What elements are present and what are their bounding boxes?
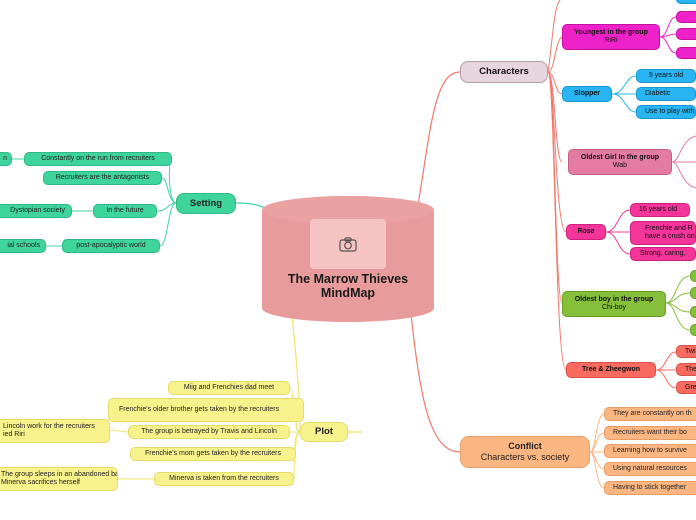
setting-detail-1[interactable]: Constantly on the run from recruiters xyxy=(24,152,172,166)
tree-detail-1[interactable]: Twi xyxy=(676,345,696,358)
conflict-topic[interactable]: Conflict Characters vs. society xyxy=(460,436,590,468)
youngest-node[interactable]: Youngest in the group RiRi xyxy=(562,24,660,50)
conflict-title: Conflict xyxy=(508,441,542,451)
central-title-line1: The Marrow Thieves xyxy=(287,272,409,286)
youngest-detail-3[interactable] xyxy=(676,47,696,59)
characters-topic[interactable]: Characters xyxy=(460,61,548,83)
oldest-girl-title: Oldest Girl In the group xyxy=(580,154,660,161)
plot-sub-minerva-line2: Minerva sacrifices herself xyxy=(1,479,80,486)
setting-detail-4[interactable]: post-apocalyptic world xyxy=(62,239,160,253)
setting-topic[interactable]: Setting xyxy=(176,193,236,214)
plot-topic[interactable]: Plot xyxy=(300,422,348,442)
oldest-boy-detail-2[interactable] xyxy=(690,287,696,299)
setting-detail-2[interactable]: Recruiters are the antagonists xyxy=(43,171,162,185)
conflict-detail-3[interactable]: Learning how to survive xyxy=(604,444,696,458)
slopper-detail-3[interactable]: Use to play with xyxy=(636,105,696,119)
tree-detail-3[interactable]: Gre xyxy=(676,381,696,394)
setting-sub-1[interactable]: n xyxy=(0,152,12,166)
youngest-detail-2[interactable] xyxy=(676,28,696,40)
conflict-detail-1[interactable]: They are constantly on th xyxy=(604,407,696,421)
plot-detail-4[interactable]: Frenchie's mom gets taken by the recruit… xyxy=(130,447,296,461)
rose-node[interactable]: Rose xyxy=(566,224,606,240)
image-placeholder xyxy=(310,219,386,269)
rose-detail-1[interactable]: 16 years old xyxy=(630,203,690,217)
conflict-detail-5[interactable]: Having to stick together xyxy=(604,481,696,495)
setting-detail-3[interactable]: In the future xyxy=(93,204,157,218)
oldest-boy-title: Oldest boy in the group xyxy=(574,296,654,303)
conflict-subtitle: Characters vs. society xyxy=(480,452,570,462)
slopper-detail-1[interactable]: 9 years old xyxy=(636,69,696,83)
plot-sub-betrayed-line2: ied Riri xyxy=(3,431,25,438)
oldest-boy-detail-4[interactable] xyxy=(690,324,696,336)
oldest-boy-node[interactable]: Oldest boy in the group Chi-boy xyxy=(562,291,666,317)
youngest-detail-1[interactable] xyxy=(676,11,696,23)
slopper-detail-2[interactable]: Diabetic xyxy=(636,87,696,101)
rose-detail-2[interactable]: Frenchie and R have a crush on xyxy=(630,221,696,245)
camera-icon xyxy=(339,236,357,252)
slopper-node[interactable]: Slopper xyxy=(562,86,612,102)
plot-detail-1[interactable]: Miig and Frenchies dad meet xyxy=(168,381,290,395)
oldest-boy-name: Chi-boy xyxy=(601,304,627,311)
oldest-girl-name: Wab xyxy=(612,162,628,169)
rose-detail-2-line2: have a crush on xyxy=(645,233,695,240)
conflict-detail-4[interactable]: Using natural resources xyxy=(604,462,696,476)
rose-detail-3[interactable]: Strong, caring, xyxy=(630,247,696,261)
top-clipped-node[interactable] xyxy=(676,0,696,4)
plot-sub-betrayed-line1: Lincoln work for the recruiters xyxy=(3,423,95,430)
oldest-girl-node[interactable]: Oldest Girl In the group Wab xyxy=(568,149,672,175)
youngest-name: RiRi xyxy=(604,37,618,44)
plot-sub-betrayed[interactable]: Lincoln work for the recruiters ied Riri xyxy=(0,419,110,443)
plot-detail-2[interactable]: Frenchie's older brother gets taken by t… xyxy=(108,398,304,422)
plot-detail-3[interactable]: The group is betrayed by Travis and Linc… xyxy=(128,425,290,439)
tree-detail-2[interactable]: The xyxy=(676,363,696,376)
setting-sub-2[interactable]: Dystopian society xyxy=(0,204,72,218)
plot-sub-minerva[interactable]: The group sleeps in an abandoned barn Mi… xyxy=(0,467,118,491)
rose-detail-2-line1: Frenchie and R xyxy=(645,225,693,232)
plot-detail-5[interactable]: Minerva is taken from the recruiters xyxy=(154,472,294,486)
central-topic-title[interactable]: The Marrow Thieves MindMap xyxy=(262,272,434,300)
plot-sub-minerva-line1: The group sleeps in an abandoned barn xyxy=(1,471,118,478)
oldest-boy-detail-1[interactable] xyxy=(690,270,696,282)
conflict-detail-2[interactable]: Recruiters want their bo xyxy=(604,426,696,440)
setting-sub-3[interactable]: ial schools xyxy=(0,239,46,253)
youngest-title: Youngest in the group xyxy=(574,29,648,36)
central-title-line2: MindMap xyxy=(320,286,376,300)
tree-node[interactable]: Tree & Zheegwon xyxy=(566,362,656,378)
oldest-boy-detail-3[interactable] xyxy=(690,306,696,318)
